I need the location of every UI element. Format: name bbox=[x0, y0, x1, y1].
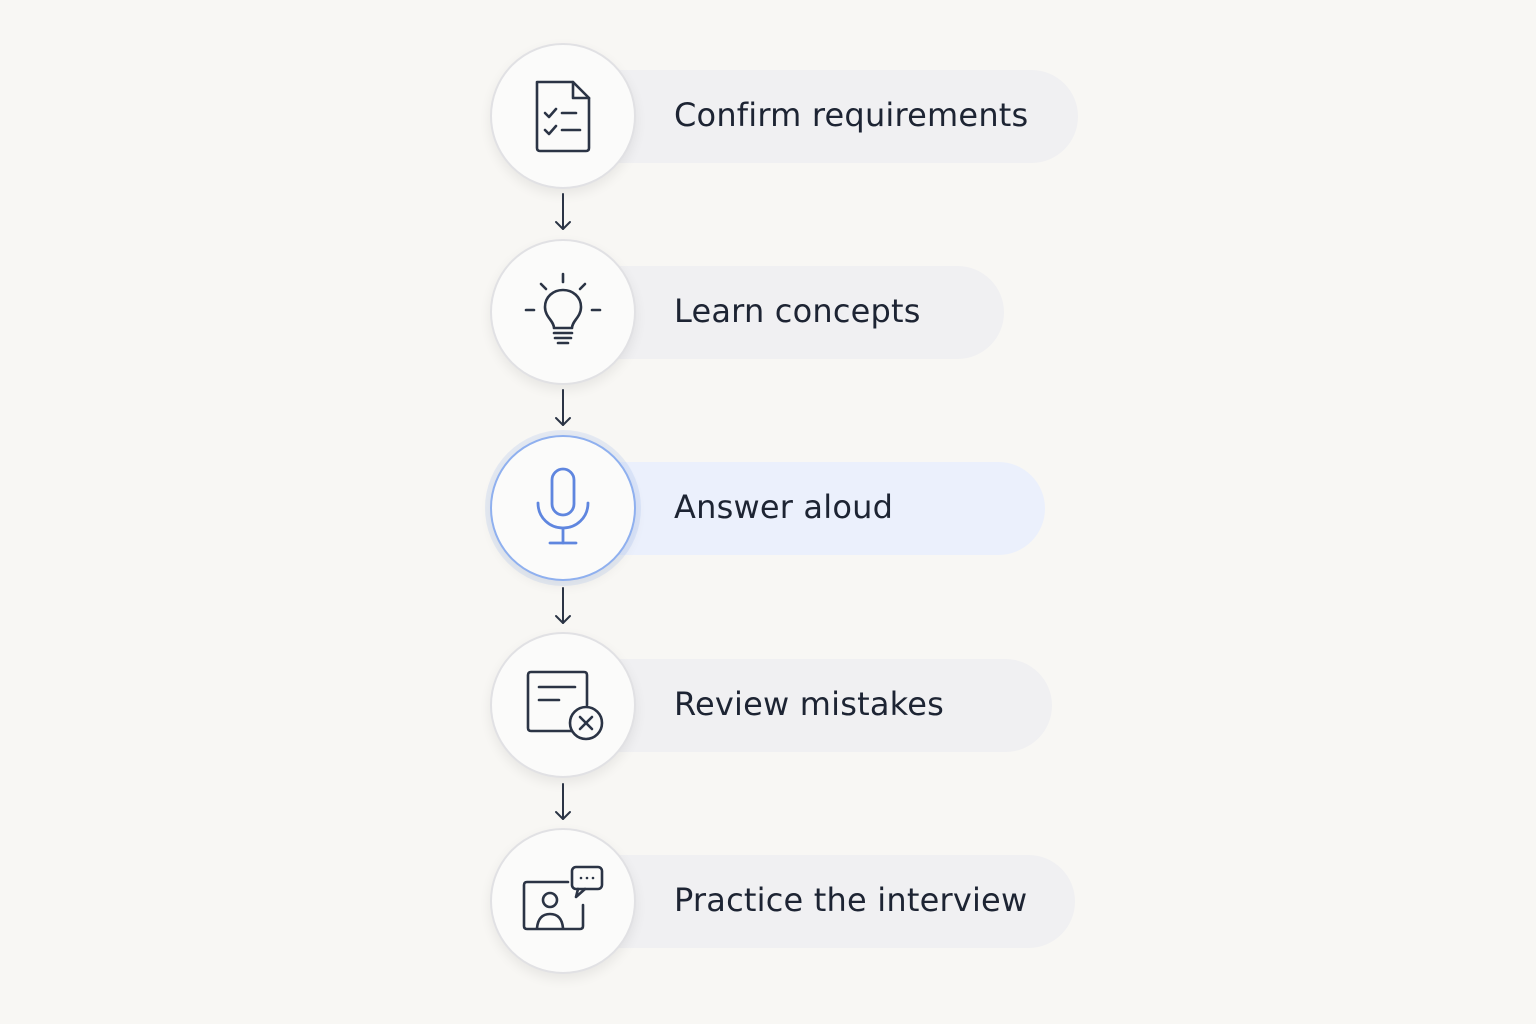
step-pill bbox=[560, 659, 1052, 752]
step-label: Review mistakes bbox=[674, 685, 944, 723]
arrow-down-icon bbox=[555, 389, 571, 426]
lightbulb-icon bbox=[524, 272, 602, 345]
step-pill bbox=[560, 70, 1078, 163]
arrow-down-icon bbox=[555, 193, 571, 230]
arrow-down-icon bbox=[555, 783, 571, 820]
step-icon-circle bbox=[490, 239, 636, 385]
step-icon-circle bbox=[490, 43, 636, 189]
step-icon-circle bbox=[490, 632, 636, 778]
document-error-icon bbox=[526, 670, 604, 741]
step-icon-circle bbox=[490, 435, 636, 581]
microphone-icon bbox=[536, 467, 590, 545]
checklist-document-icon bbox=[535, 80, 591, 153]
step-label: Confirm requirements bbox=[674, 96, 1029, 134]
video-interview-chat-icon bbox=[522, 865, 604, 931]
step-label: Answer aloud bbox=[674, 488, 894, 526]
arrow-down-icon bbox=[555, 587, 571, 624]
step-pill bbox=[560, 462, 1045, 555]
step-pill bbox=[560, 855, 1075, 948]
step-label: Learn concepts bbox=[674, 292, 921, 330]
step-label: Practice the interview bbox=[674, 881, 1028, 919]
step-icon-circle bbox=[490, 828, 636, 974]
